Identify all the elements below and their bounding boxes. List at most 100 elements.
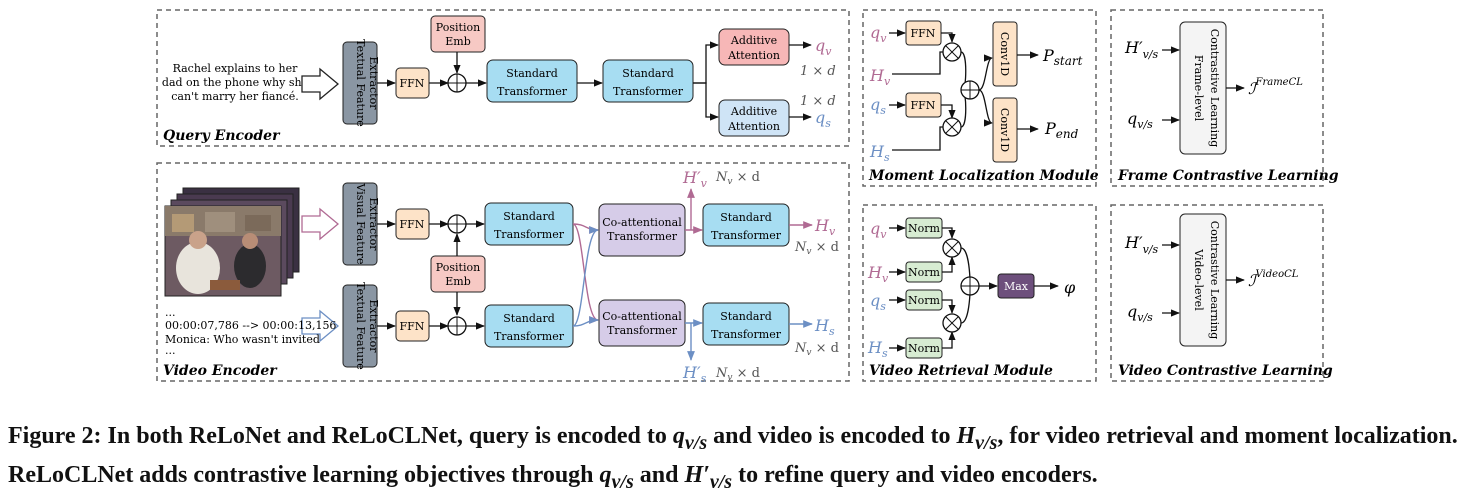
- q-s-output: qs: [815, 108, 831, 130]
- retrieval-mult-node-s: [942, 313, 962, 333]
- video-visual-transformer-label-2: Transformer: [494, 228, 565, 241]
- conv1d-end: [992, 97, 1018, 163]
- q-v-dim: 1 × d: [800, 64, 836, 79]
- caption-part-3: , for video retrieval and moment localiz…: [8, 423, 1458, 488]
- conv1d-end-label: Conv1D: [998, 108, 1011, 152]
- conv1d-start: [992, 21, 1018, 87]
- norm-q-v-label: Norm: [908, 222, 941, 235]
- video-cl-box-label-2: Contrastive Learning: [1208, 221, 1221, 340]
- video-cl-panel: Video Contrastive Learning H′v/s qv/s Vi…: [1110, 204, 1333, 382]
- frame-cl-box-label-2: Contrastive Learning: [1208, 29, 1221, 148]
- query-transformer-2: [602, 59, 694, 103]
- moment-ffn-s-label: FFN: [911, 99, 936, 112]
- moment-h-v: Hv: [869, 66, 891, 88]
- retrieval-q-v: qv: [870, 219, 887, 241]
- frame-cl-panel: Frame Contrastive Learning H′v/s qv/s Fr…: [1110, 9, 1339, 187]
- frame-cl-box-label-1: Frame-level: [1192, 55, 1205, 122]
- query-attention-s: [718, 99, 790, 137]
- retrieval-title: Video Retrieval Module: [869, 363, 1053, 379]
- h-prime-s-dim: Nv × d: [715, 366, 760, 383]
- video-text-input-arrow: [301, 309, 340, 343]
- query-attention-v-label-2: Attention: [727, 49, 780, 62]
- moment-ffn-v-label: FFN: [911, 27, 936, 40]
- video-visual-sum-node: [447, 214, 467, 234]
- p-end-output: Pend: [1044, 119, 1079, 141]
- out-visual-transformer-label-1: Standard: [720, 211, 772, 224]
- query-sum-node: [447, 73, 467, 93]
- visual-extractor-label-2: Extractor: [367, 198, 380, 252]
- frame-cl-loss: ℐFrameCL: [1248, 77, 1303, 98]
- video-visual-transformer-label-1: Standard: [503, 210, 555, 223]
- query-transformer-1-label-1: Standard: [506, 67, 558, 80]
- query-transformer-2-label-2: Transformer: [613, 85, 684, 98]
- subtitle-line-2: 00:00:07,786 --> 00:00:13,156: [165, 319, 336, 332]
- moment-sum-node: [960, 80, 980, 100]
- query-extractor-label-2: Extractor: [367, 57, 380, 111]
- video-cl-input-h: H′v/s: [1124, 233, 1159, 256]
- caption-part-4: and: [633, 461, 685, 488]
- query-text-line-2: dad on the phone why she: [162, 76, 308, 89]
- query-transformer-1: [486, 59, 578, 103]
- norm-h-v-label: Norm: [908, 266, 941, 279]
- video-cl-frame: [1110, 204, 1324, 382]
- query-attention-v-label-1: Additive: [730, 34, 777, 47]
- video-cl-loss: ℐVideoCL: [1248, 269, 1299, 290]
- video-encoder-title: Video Encoder: [163, 363, 278, 379]
- caption-part-5: to refine query and video encoders.: [732, 461, 1098, 488]
- norm-h-s-label: Norm: [908, 342, 941, 355]
- query-transformer-1-label-2: Transformer: [497, 85, 568, 98]
- coattn-text-label-1: Co-attentional: [602, 310, 682, 323]
- moment-mult-node-v: [942, 42, 962, 62]
- visual-extractor-label-1: Visual Feature: [354, 183, 367, 265]
- moment-mult-node-s: [942, 117, 962, 137]
- query-pos-emb-label-2: Emb: [445, 35, 471, 48]
- subtitle-line-1: ...: [165, 306, 176, 319]
- moment-localization-panel: Moment Localization Module qv Hv qs Hs F…: [862, 9, 1099, 187]
- frame-cl-input-h: H′v/s: [1124, 38, 1159, 61]
- h-prime-v-label: H′v: [682, 168, 708, 190]
- video-text-transformer-label-2: Transformer: [494, 330, 565, 343]
- frame-cl-frame: [1110, 9, 1324, 187]
- q-s-dim: 1 × d: [800, 94, 836, 109]
- video-pos-emb-label-1: Position: [436, 261, 480, 274]
- video-visual-input-arrow: [301, 207, 340, 241]
- video-cl-input-q: qv/s: [1127, 302, 1153, 324]
- moment-q-s: qs: [870, 95, 886, 117]
- query-attention-s-label-2: Attention: [727, 120, 780, 133]
- video-text-sum-node: [447, 316, 467, 336]
- out-visual-transformer-label-2: Transformer: [711, 229, 782, 242]
- retrieval-frame: [862, 204, 1097, 382]
- coattn-text-label-2: Transformer: [607, 324, 678, 337]
- video-text-extractor-label-1: Textual Feature: [354, 282, 367, 370]
- retrieval-q-s: qs: [870, 291, 886, 313]
- caption-part-1: Figure 2: In both ReLoNet and ReLoCLNet,…: [8, 423, 673, 449]
- query-input-arrow: [301, 67, 340, 101]
- video-encoder-panel: Video Encoder ... 00:00:07,786 --> 00:00…: [156, 162, 850, 385]
- video-retrieval-panel: Video Retrieval Module qv Hv qs Hs Norm …: [862, 204, 1097, 382]
- h-prime-s-label: H′s: [682, 363, 707, 385]
- video-frames-image: [164, 187, 300, 297]
- query-encoder-title: Query Encoder: [163, 128, 281, 144]
- query-text-line-3: can't marry her fiancé.: [171, 90, 298, 103]
- retrieval-h-v: Hv: [867, 263, 889, 285]
- architecture-diagram: Query Encoder Rachel explains to her dad…: [156, 9, 1339, 385]
- frame-cl-title: Frame Contrastive Learning: [1117, 168, 1339, 184]
- moment-h-s: Hs: [869, 142, 890, 164]
- query-pos-emb-label-1: Position: [436, 21, 480, 34]
- out-text-transformer-label-1: Standard: [720, 310, 772, 323]
- video-text-ffn-label: FFN: [400, 320, 425, 333]
- out-text-transformer-label-2: Transformer: [711, 328, 782, 341]
- retrieval-sum-node: [960, 276, 980, 296]
- subtitle-line-4: ...: [165, 344, 176, 357]
- phi-output: φ: [1064, 278, 1076, 297]
- figure-caption: Figure 2: In both ReLoNet and ReLoCLNet,…: [8, 420, 1470, 498]
- retrieval-h-s: Hs: [867, 338, 888, 360]
- h-s-output: Hs: [814, 316, 835, 338]
- video-position-emb: [430, 255, 486, 293]
- query-ffn-label: FFN: [400, 77, 425, 90]
- query-encoder-panel: Query Encoder Rachel explains to her dad…: [156, 9, 850, 147]
- coattn-visual-label-2: Transformer: [607, 230, 678, 243]
- query-attention-v: [718, 28, 790, 66]
- query-attention-s-label-1: Additive: [730, 105, 777, 118]
- subtitle-line-3: Monica: Who wasn't invited: [165, 333, 320, 346]
